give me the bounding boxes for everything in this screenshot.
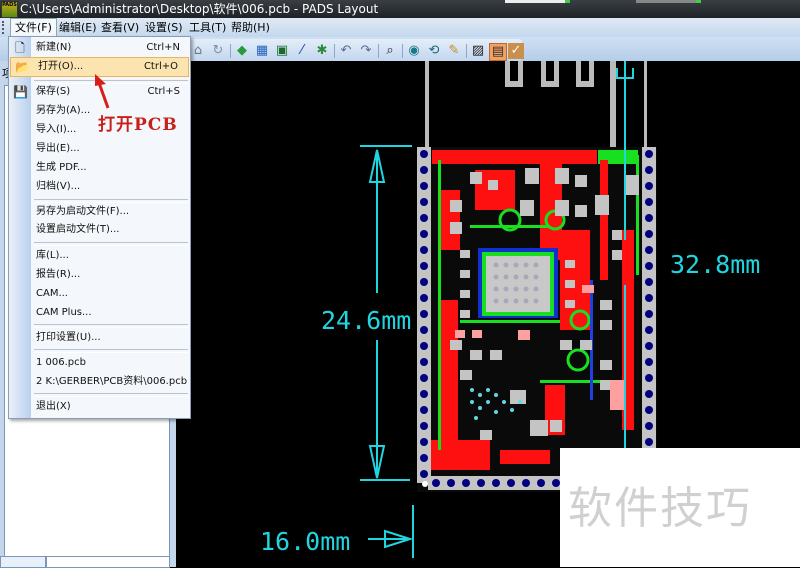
dimension-label-16-0: 16.0mm — [260, 527, 351, 556]
annotation-text: 打开PCB — [98, 115, 178, 135]
menu-item-library[interactable]: 库(L)... — [9, 247, 190, 265]
redo-icon[interactable]: ↷ — [360, 43, 372, 58]
pads-app-icon: PADS — [1, 1, 18, 18]
menu-item-label: 1 006.pcb — [36, 357, 86, 368]
menu-item-set-startup[interactable]: 设置启动文件(T)... — [9, 221, 190, 239]
menu-item-shortcut: Ctrl+N — [146, 42, 180, 53]
menu-item-label: CAM... — [36, 288, 68, 299]
menu-separator — [34, 80, 188, 84]
menubar-grip[interactable] — [2, 21, 6, 34]
menu-bar: 文件(F) 编辑(E) 查看(V) 设置(S) 工具(T) 帮助(H) — [0, 18, 800, 37]
menu-separator — [34, 242, 188, 246]
view-net-icon[interactable]: ◉ — [408, 43, 420, 58]
menu-item-label: 保存(S) — [36, 86, 71, 97]
watermark-background — [560, 448, 800, 567]
menu-item-archive[interactable]: 归档(V)... — [9, 178, 190, 196]
dimension-label-24-6: 24.6mm — [321, 306, 412, 335]
menu-item-label: 新建(N) — [36, 42, 72, 53]
menu-item-label: 导入(I)... — [36, 124, 77, 135]
toolbar-strip: ⌂ ↻ ◆ ▦ ▣ ⁄ ✱ ↶ ↷ ⌕ ◉ ⟲ ✎ ▨ ▤ ✓ — [186, 39, 524, 61]
window-title: C:\Users\Administrator\Desktop\软件\006.pc… — [20, 2, 379, 16]
menu-item-export[interactable]: 导出(E)... — [9, 140, 190, 158]
menu-tools[interactable]: 工具(T) — [189, 21, 227, 34]
menu-item-label: 退出(X) — [36, 401, 71, 412]
toolbar-separator — [402, 44, 403, 58]
trace-icon[interactable]: ⁄ — [300, 43, 304, 58]
menu-item-label: 2 K:\GERBER\PCB资料\006.pcb — [36, 376, 188, 387]
menu-separator — [34, 349, 188, 353]
project-panel-label: 项 — [2, 65, 13, 81]
toolbar-separator — [230, 44, 231, 58]
menu-item-exit[interactable]: 退出(X) — [9, 398, 190, 416]
menu-item-shortcut: Ctrl+O — [143, 61, 178, 72]
route-icon[interactable]: ▦ — [255, 43, 269, 58]
title-bar: PADS C:\Users\Administrator\Desktop\软件\0… — [0, 0, 800, 18]
taskbar-button[interactable] — [636, 0, 701, 3]
file-menu-dropdown: 🗋 新建(N) Ctrl+N 📂 打开(O)... Ctrl+O 💾 保存(S)… — [8, 36, 191, 419]
open-folder-icon: 📂 — [15, 60, 30, 74]
menu-item-save-as-startup[interactable]: 另存为启动文件(F)... — [9, 203, 190, 221]
menu-item-label: 另存为(A)... — [36, 105, 91, 116]
menu-settings[interactable]: 设置(S) — [145, 21, 183, 34]
cluster-icon[interactable]: ✱ — [316, 43, 328, 58]
menu-item-shortcut: Ctrl+S — [147, 86, 180, 97]
menu-item-new[interactable]: 🗋 新建(N) Ctrl+N — [9, 39, 190, 57]
undo-icon[interactable]: ↶ — [340, 43, 352, 58]
menu-separator — [34, 324, 188, 328]
toolbar-separator — [334, 44, 335, 58]
menu-icon-gutter — [9, 37, 31, 418]
dimension-label-32-8: 32.8mm — [670, 250, 761, 279]
taskbar-button[interactable] — [505, 0, 570, 3]
save-icon: 💾 — [13, 85, 28, 99]
rotate-view-icon[interactable]: ⟲ — [428, 43, 440, 58]
menu-item-label: 另存为启动文件(F)... — [36, 206, 130, 217]
menu-item-print-setup[interactable]: 打印设置(U)... — [9, 329, 190, 347]
menu-item-generate-pdf[interactable]: 生成 PDF... — [9, 159, 190, 177]
refresh-icon[interactable]: ↻ — [212, 43, 224, 58]
menu-view[interactable]: 查看(V) — [101, 21, 140, 34]
menu-item-cam[interactable]: CAM... — [9, 285, 190, 303]
window-layout-icon[interactable]: ▤ — [489, 43, 507, 61]
menu-item-save-as[interactable]: 另存为(A)... — [9, 102, 190, 120]
watermark-text: 软件技巧 — [568, 483, 752, 534]
home-icon[interactable]: ⌂ — [193, 43, 203, 58]
pcb-drawing — [360, 61, 657, 558]
zoom-icon[interactable]: ⌕ — [386, 43, 394, 58]
menu-separator — [34, 199, 188, 203]
menu-item-label: 打印设置(U)... — [36, 332, 101, 343]
menu-item-label: 生成 PDF... — [36, 162, 87, 173]
panel-tab[interactable] — [0, 556, 46, 568]
menu-item-save[interactable]: 💾 保存(S) Ctrl+S — [9, 83, 190, 101]
menu-item-label: CAM Plus... — [36, 307, 92, 318]
menu-item-cam-plus[interactable]: CAM Plus... — [9, 304, 190, 322]
menu-item-recent-2[interactable]: 2 K:\GERBER\PCB资料\006.pcb — [9, 373, 190, 391]
toolbar-separator — [378, 44, 379, 58]
menu-item-label: 归档(V)... — [36, 181, 81, 192]
menu-help[interactable]: 帮助(H) — [231, 21, 270, 34]
board-outline-icon[interactable]: ▣ — [275, 43, 289, 58]
new-file-icon: 🗋 — [15, 41, 25, 55]
design-verify-icon[interactable]: ✓ — [508, 43, 524, 59]
menu-item-label: 打开(O)... — [38, 61, 84, 72]
menu-item-label: 报告(R)... — [36, 269, 81, 280]
menu-file[interactable]: 文件(F) — [10, 18, 57, 36]
menu-item-label: 设置启动文件(T)... — [36, 224, 120, 235]
menu-item-import[interactable]: 导入(I)... — [9, 121, 190, 139]
menu-item-open[interactable]: 📂 打开(O)... Ctrl+O — [10, 57, 189, 77]
screenshot-icon[interactable]: ▨ — [471, 43, 485, 58]
menu-item-label: 导出(E)... — [36, 143, 80, 154]
annotation-arrow-icon — [95, 74, 110, 109]
toolbar-separator — [466, 44, 467, 58]
add-component-icon[interactable]: ◆ — [237, 43, 247, 58]
brush-icon[interactable]: ✎ — [448, 43, 460, 58]
menu-separator — [34, 393, 188, 397]
menu-item-label: 库(L)... — [36, 250, 69, 261]
menu-item-recent-1[interactable]: 1 006.pcb — [9, 354, 190, 372]
menu-item-report[interactable]: 报告(R)... — [9, 266, 190, 284]
panel-tab[interactable] — [46, 556, 170, 568]
menu-edit[interactable]: 编辑(E) — [59, 21, 97, 34]
